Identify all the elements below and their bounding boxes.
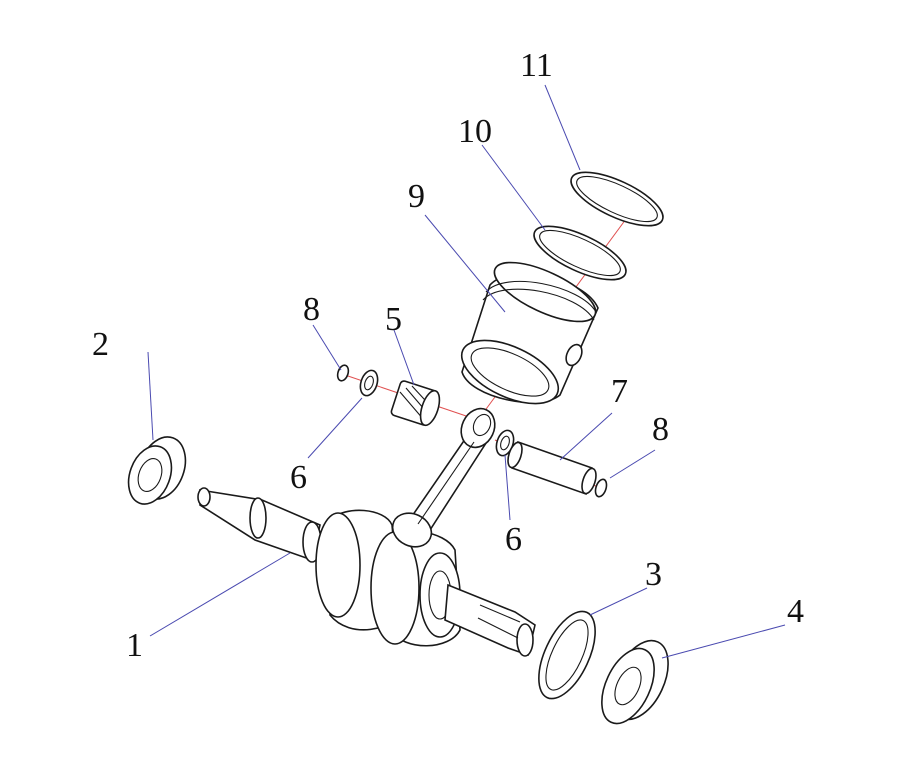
callout-4: 4 — [787, 593, 804, 630]
callout-10: 10 — [458, 113, 492, 150]
piston-ring-upper — [570, 171, 664, 227]
callout-11: 11 — [520, 47, 553, 84]
leader-lines — [147, 84, 786, 659]
circlip-right — [594, 478, 608, 498]
connecting-rod — [391, 407, 496, 548]
callout-6b: 6 — [505, 521, 522, 558]
callout-numbers: 1 2 3 4 5 6 6 7 8 8 9 10 11 — [92, 47, 804, 664]
piston-ring-lower — [533, 225, 627, 281]
callout-8a: 8 — [303, 291, 320, 328]
callout-8b: 8 — [652, 411, 669, 448]
needle-bearing — [390, 380, 441, 427]
small-washer-left — [359, 369, 379, 397]
piston — [460, 261, 599, 405]
callout-2: 2 — [92, 326, 109, 363]
callout-1: 1 — [126, 627, 143, 664]
oil-seal-right — [601, 639, 669, 725]
callout-9: 9 — [408, 178, 425, 215]
crankshaft — [197, 487, 536, 657]
oil-seal-left — [127, 436, 187, 505]
circlip-left — [336, 364, 350, 382]
callout-6a: 6 — [290, 459, 307, 496]
thrust-washer — [538, 610, 596, 700]
callout-5: 5 — [385, 301, 402, 338]
piston-pin — [507, 440, 597, 496]
callout-3: 3 — [645, 556, 662, 593]
callout-7: 7 — [611, 373, 628, 410]
